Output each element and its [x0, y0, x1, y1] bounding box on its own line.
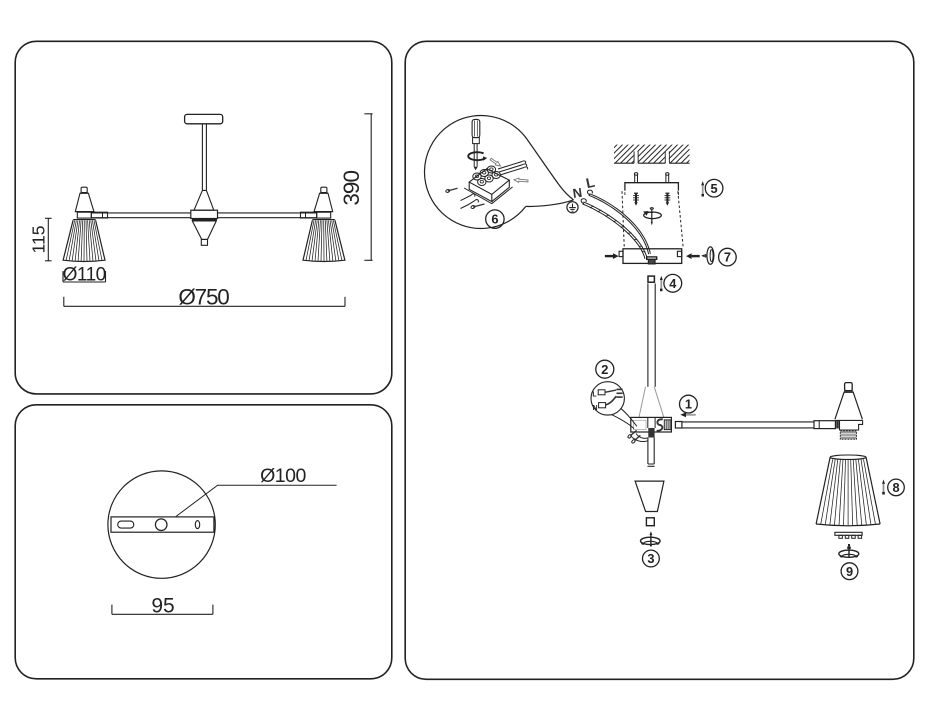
svg-text:7: 7 [724, 250, 731, 265]
svg-text:2: 2 [601, 362, 608, 377]
svg-text:8: 8 [892, 480, 899, 495]
svg-text:Ø750: Ø750 [178, 285, 229, 310]
svg-text:5: 5 [711, 181, 718, 196]
svg-text:6: 6 [491, 212, 498, 227]
svg-text:1: 1 [685, 397, 692, 412]
svg-text:Ø100: Ø100 [260, 465, 306, 487]
svg-text:115: 115 [29, 226, 49, 254]
svg-text:N: N [572, 185, 583, 201]
svg-text:N: N [592, 405, 597, 412]
svg-text:Ø110: Ø110 [63, 264, 106, 285]
svg-text:4: 4 [669, 276, 677, 291]
svg-text:95: 95 [151, 595, 174, 618]
svg-text:L: L [584, 174, 596, 192]
svg-text:L: L [592, 391, 597, 398]
svg-text:3: 3 [647, 551, 654, 566]
svg-text:9: 9 [846, 564, 853, 579]
svg-text:390: 390 [339, 171, 364, 206]
